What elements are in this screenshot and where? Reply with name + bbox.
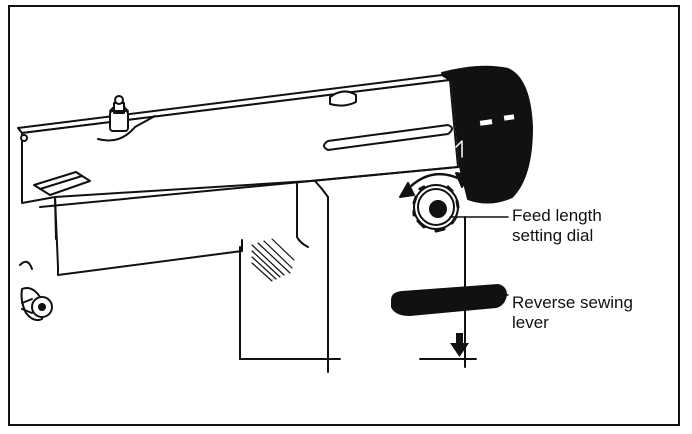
thread-guide-assembly	[97, 95, 156, 142]
small-screw	[20, 134, 28, 142]
feed-label-line-1: Feed length	[512, 206, 602, 225]
feed-label-line-2: setting dial	[512, 226, 594, 245]
arm-front-face	[54, 196, 243, 276]
sewing-machine-drawing	[17, 65, 533, 373]
hand-wheel-mark-1	[479, 119, 493, 126]
machine-pillar	[296, 182, 309, 248]
reverse-label-line-1: Reverse sewing	[512, 293, 633, 312]
feed-length-dial	[412, 184, 460, 233]
reverse-sewing-lever	[391, 284, 507, 316]
top-screw	[329, 90, 357, 107]
reverse-sewing-lever-label: Reverse sewing lever	[512, 293, 633, 333]
hand-wheel	[441, 65, 533, 204]
hand-wheel-mark-2	[503, 114, 515, 121]
down-arrow-icon	[450, 333, 469, 357]
arm-edge-line	[39, 166, 459, 208]
arm-slot	[323, 124, 453, 151]
bobbin-winder-knob	[19, 260, 53, 322]
bed-shading	[251, 238, 295, 282]
illustration-frame: Feed length setting dial Reverse sewing …	[8, 5, 680, 426]
feed-length-dial-label: Feed length setting dial	[512, 206, 602, 246]
reverse-label-line-2: lever	[512, 313, 549, 332]
curved-double-arrow-icon	[399, 172, 469, 198]
